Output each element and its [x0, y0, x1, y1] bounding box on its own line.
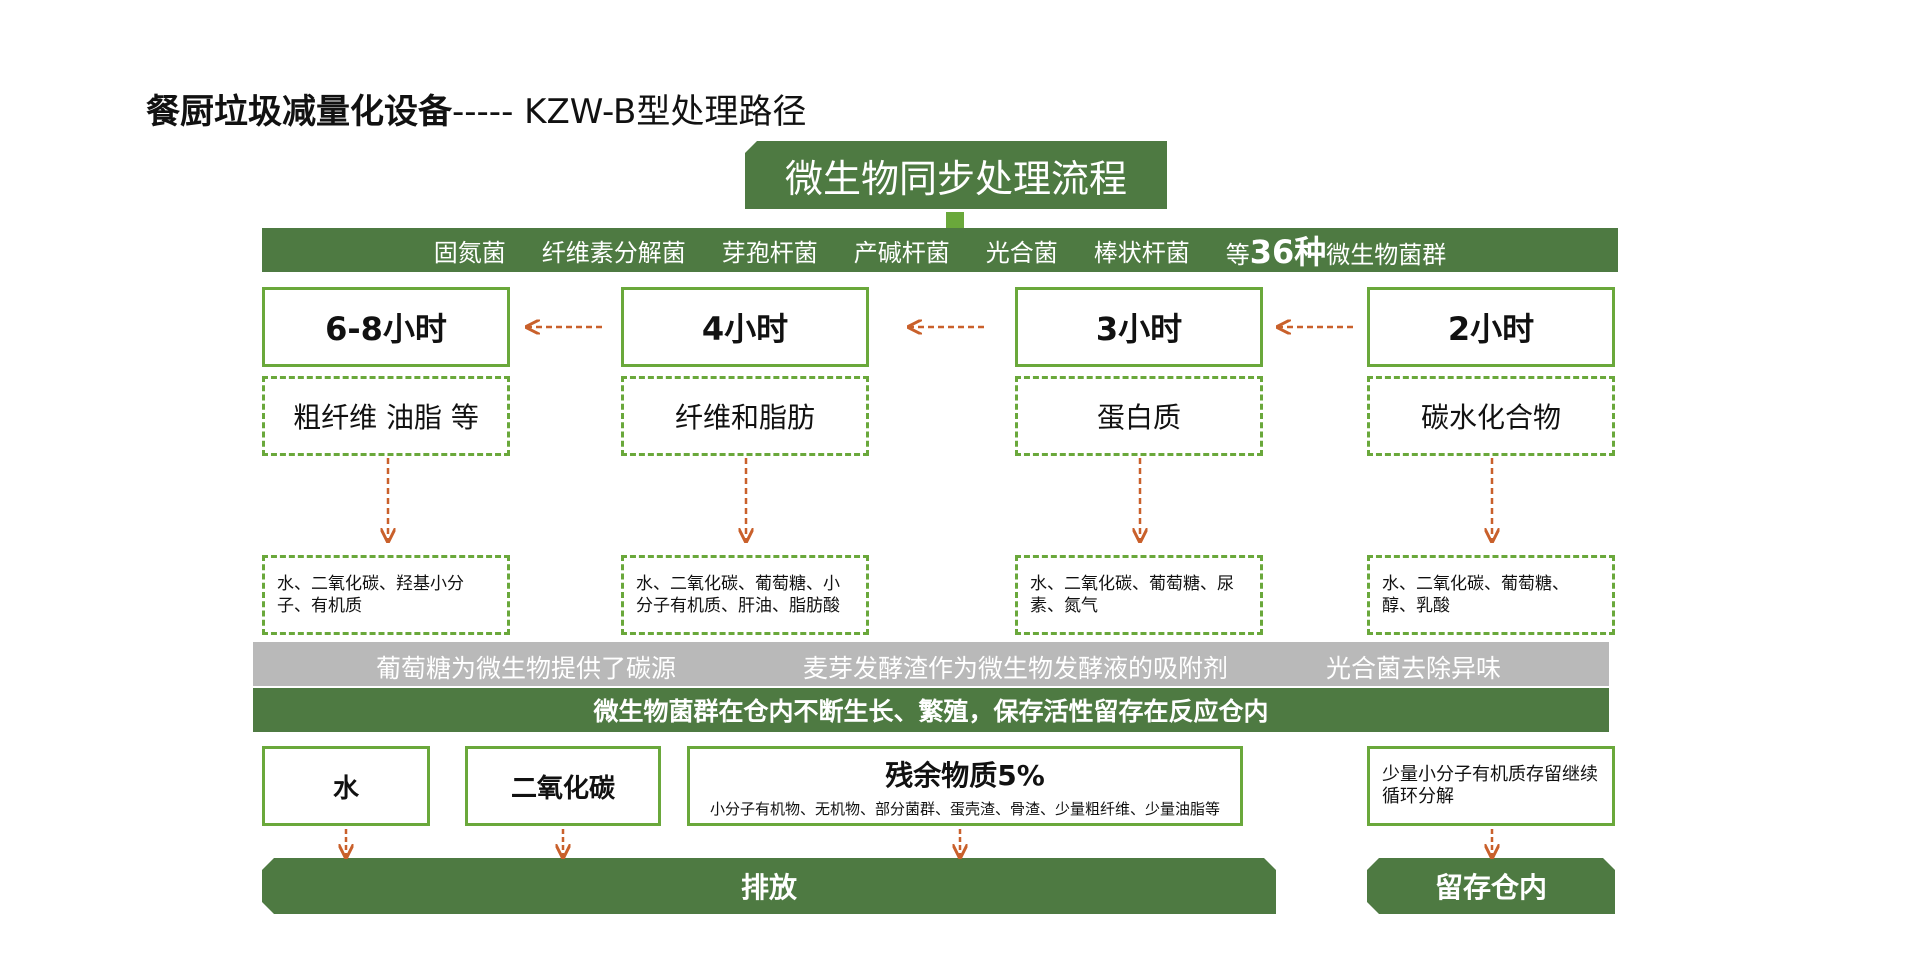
- stage-time-box: 4小时: [621, 287, 869, 367]
- stage-substance-box: 纤维和脂肪: [621, 376, 869, 456]
- growth-bar: 微生物菌群在仓内不断生长、繁殖，保存活性留存在反应仓内: [253, 688, 1609, 732]
- bacteria-item: 产碱杆菌: [853, 238, 950, 267]
- bacteria-bar: 固氮菌 纤维素分解菌 芽孢杆菌 产碱杆菌 光合菌 棒状杆菌 等36种微生物菌群: [262, 228, 1618, 272]
- notes-bar: 葡萄糖为微生物提供了碳源 麦芽发酵渣作为微生物发酵液的吸附剂 光合菌去除异味: [253, 642, 1609, 686]
- stage-products-box: 水、二氧化碳、羟基小分子、有机质: [262, 555, 510, 635]
- header-connector: [946, 212, 964, 229]
- stage-time-box: 3小时: [1015, 287, 1263, 367]
- stage-substance-box: 粗纤维 油脂 等: [262, 376, 510, 456]
- note-text: 光合菌去除异味: [1326, 654, 1502, 683]
- stage-products-text: 水、二氧化碳、葡萄糖、醇、乳酸: [1382, 574, 1569, 616]
- stage-substance-box: 蛋白质: [1015, 376, 1263, 456]
- stage-substance-box: 碳水化合物: [1367, 376, 1615, 456]
- page-title-sub: ----- KZW-B型处理路径: [452, 92, 807, 132]
- note-text: 麦芽发酵渣作为微生物发酵液的吸附剂: [803, 654, 1229, 683]
- residual-detail: 小分子有机物、无机物、部分菌群、蛋壳渣、骨渣、少量粗纤维、少量油脂等: [709, 799, 1220, 818]
- stage-products-box: 水、二氧化碳、葡萄糖、尿素、氮气: [1015, 555, 1263, 635]
- stage-time-box: 2小时: [1367, 287, 1615, 367]
- discharge-bar: 排放: [262, 858, 1276, 914]
- bacteria-item: 棒状杆菌: [1093, 238, 1190, 267]
- note-text: 葡萄糖为微生物提供了碳源: [376, 654, 677, 683]
- bacteria-summary-suffix: 微生物菌群: [1326, 241, 1447, 269]
- stage-products-text: 水、二氧化碳、葡萄糖、小分子有机质、肝油、脂肪酸: [636, 574, 840, 616]
- page-title: 餐厨垃圾减量化设备----- KZW-B型处理路径: [146, 84, 806, 133]
- bacteria-item: 固氮菌: [433, 238, 506, 267]
- stage-products-text: 水、二氧化碳、葡萄糖、尿素、氮气: [1030, 574, 1234, 616]
- stage-products-box: 水、二氧化碳、葡萄糖、小分子有机质、肝油、脂肪酸: [621, 555, 869, 635]
- retain-detail: 少量小分子有机质存留继续循环分解: [1382, 764, 1598, 807]
- result-residual-box: 残余物质5% 小分子有机物、无机物、部分菌群、蛋壳渣、骨渣、少量粗纤维、少量油脂…: [687, 746, 1243, 826]
- residual-title: 残余物质5%: [885, 758, 1045, 792]
- page-title-main: 餐厨垃圾减量化设备: [146, 92, 452, 132]
- stage-products-text: 水、二氧化碳、羟基小分子、有机质: [277, 574, 464, 616]
- bacteria-item: 光合菌: [985, 238, 1058, 267]
- stage-time-box: 6-8小时: [262, 287, 510, 367]
- stage-products-box: 水、二氧化碳、葡萄糖、醇、乳酸: [1367, 555, 1615, 635]
- bacteria-item: 纤维素分解菌: [541, 238, 686, 267]
- bacteria-item: 芽孢杆菌: [721, 238, 818, 267]
- process-header: 微生物同步处理流程: [745, 141, 1167, 209]
- result-retain-box: 少量小分子有机质存留继续循环分解: [1367, 746, 1615, 826]
- bacteria-summary: 等36种微生物菌群: [1226, 227, 1447, 273]
- result-co2-box: 二氧化碳: [465, 746, 661, 826]
- retain-bar: 留存仓内: [1367, 858, 1615, 914]
- result-water-box: 水: [262, 746, 430, 826]
- bacteria-summary-prefix: 等: [1225, 241, 1250, 269]
- bacteria-summary-count: 36种: [1249, 233, 1327, 271]
